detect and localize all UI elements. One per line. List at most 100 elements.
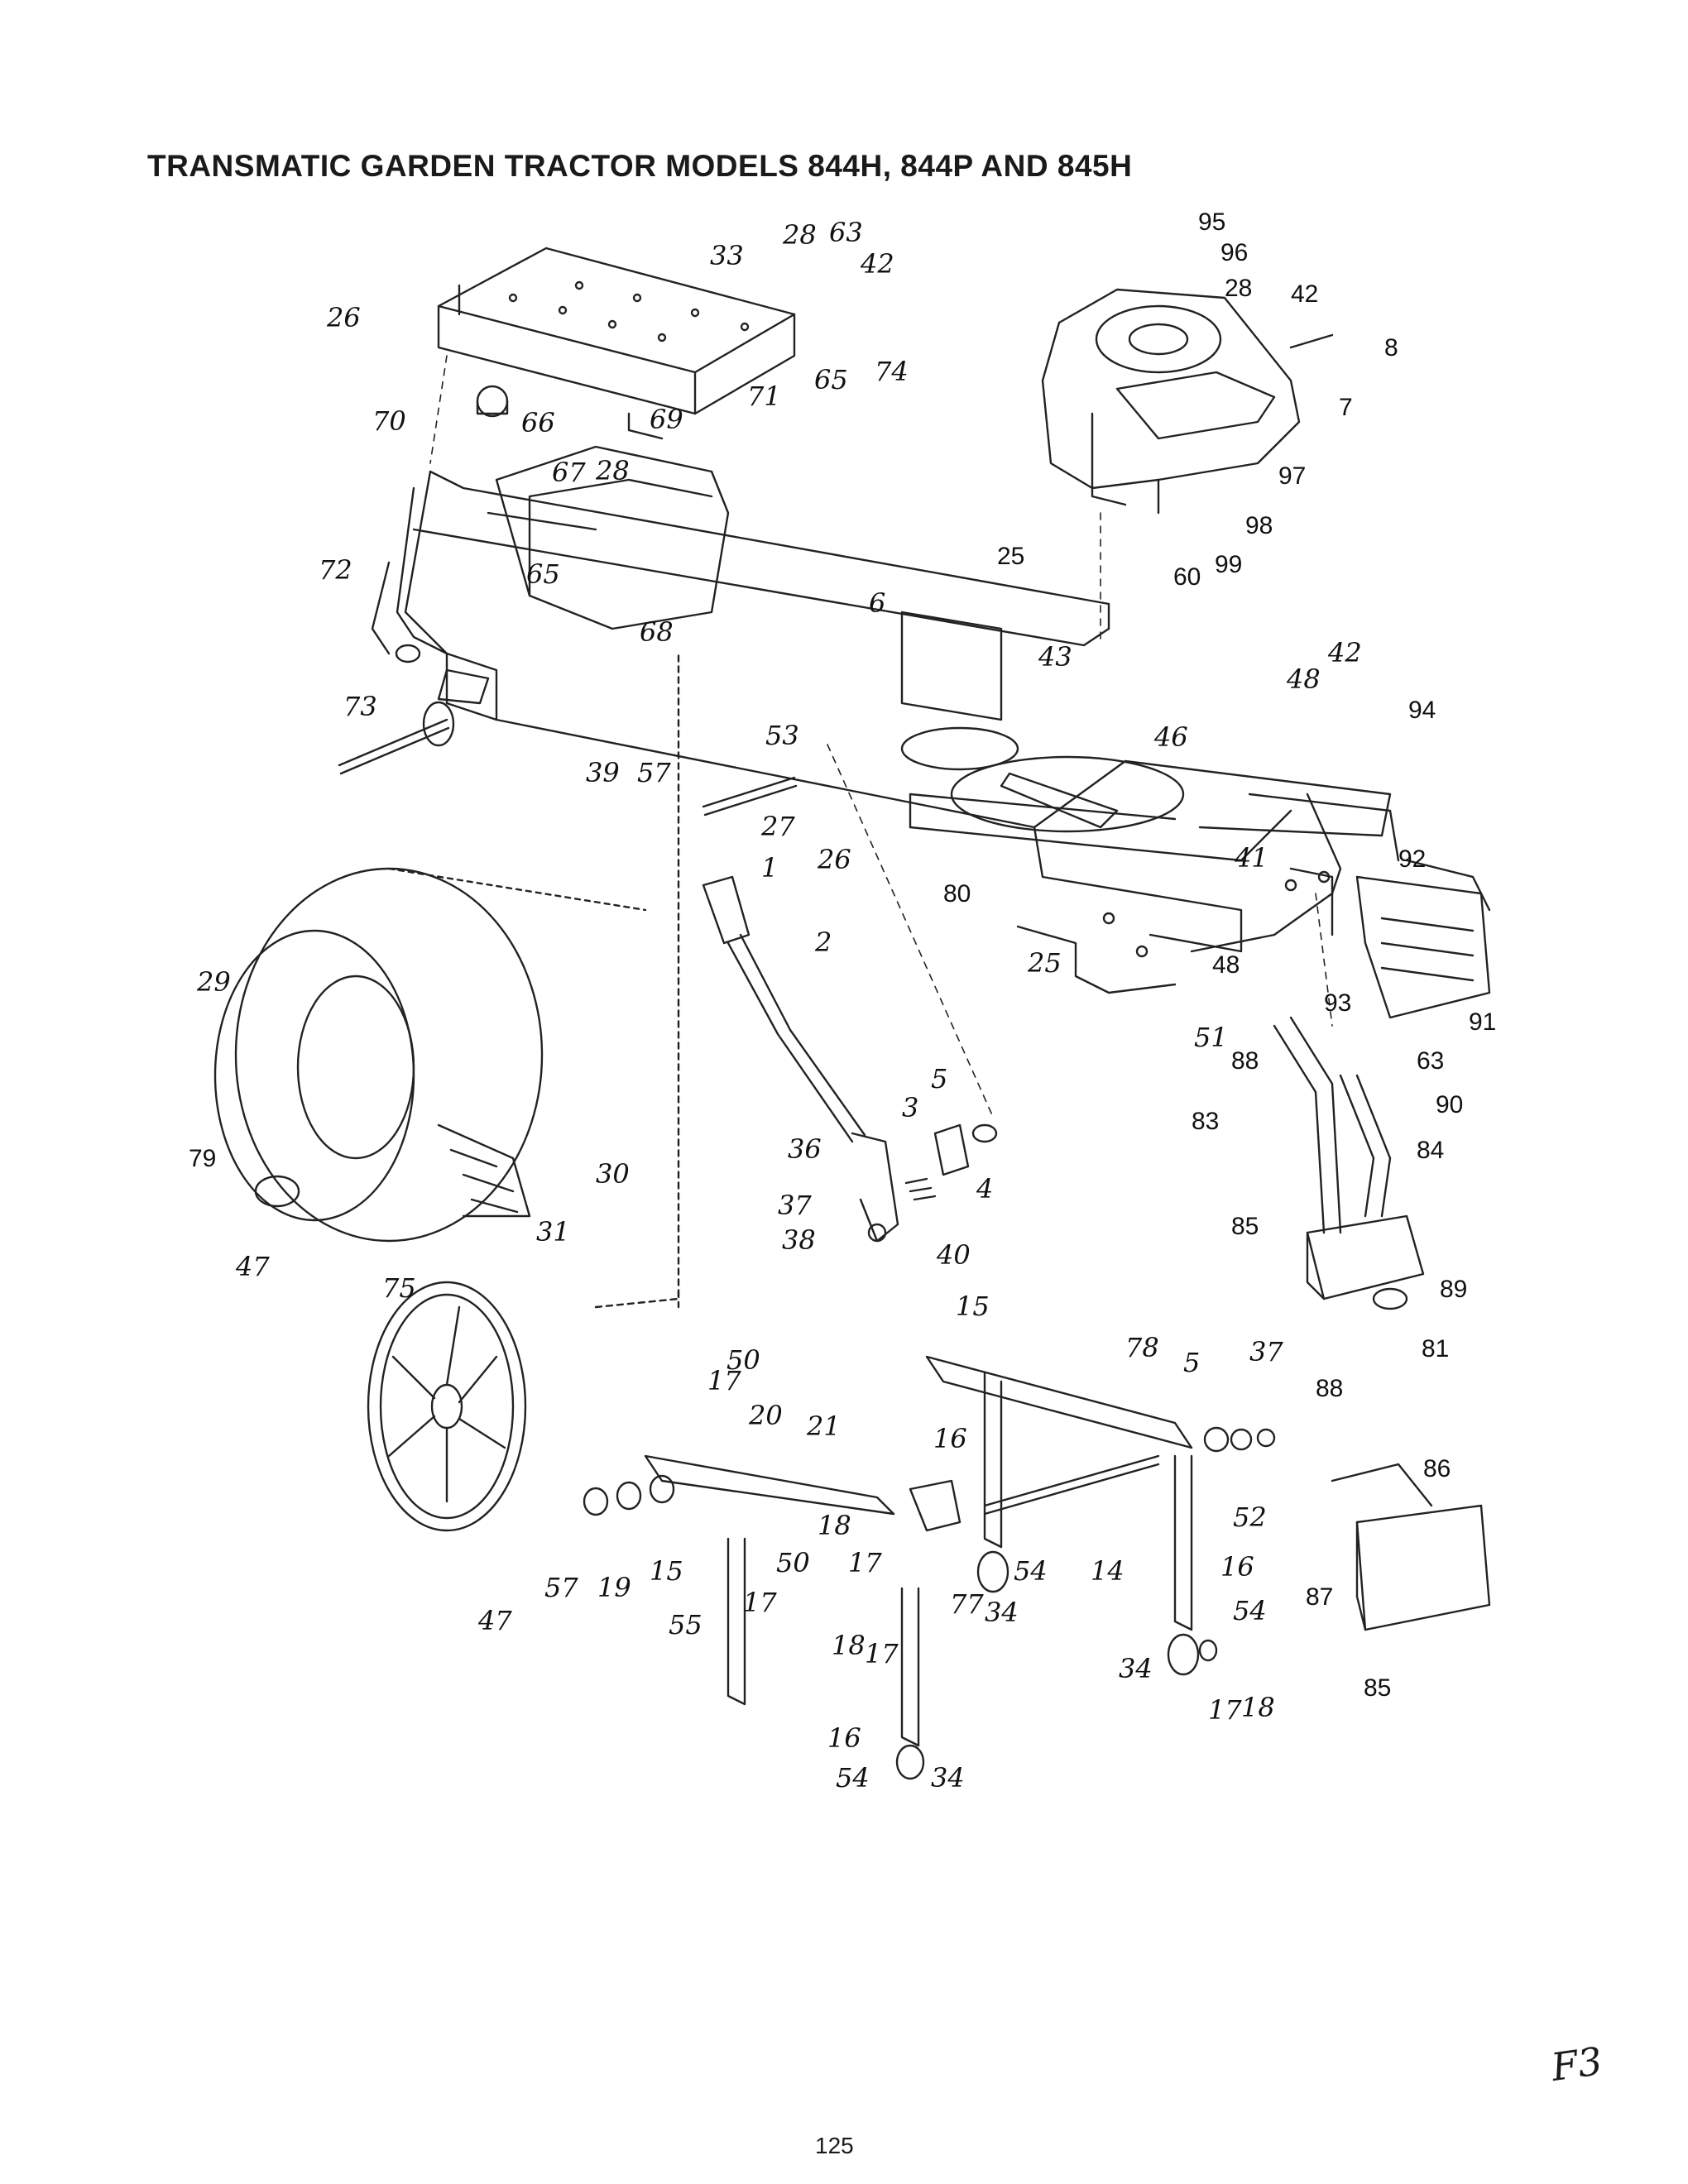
- callout-label: 86: [1423, 1455, 1451, 1482]
- callout-label: 28: [782, 219, 817, 251]
- guide-lines: [429, 355, 1333, 1118]
- callout-label: 17: [848, 1547, 882, 1578]
- page-number: 125: [815, 2133, 854, 2158]
- callout-label: 39: [586, 757, 620, 788]
- callout-label: 29: [196, 966, 231, 998]
- callout-label: 51: [1194, 1022, 1228, 1053]
- callout-label: 78: [1125, 1332, 1159, 1363]
- callout-label: 85: [1364, 1674, 1391, 1702]
- callout-label: 89: [1440, 1276, 1467, 1303]
- chassis-frame-part: [404, 470, 1491, 994]
- callout-label: 18: [832, 1630, 866, 1661]
- callout-label: 40: [936, 1239, 971, 1271]
- callout-label: 15: [650, 1555, 683, 1587]
- callout-label: 74: [875, 356, 909, 387]
- callout-label: 25: [997, 543, 1024, 570]
- callout-label: 66: [521, 407, 555, 438]
- callout-label: 28: [1225, 275, 1252, 302]
- callout-label: 4: [976, 1173, 993, 1205]
- callout-label: 48: [1212, 951, 1240, 979]
- callout-label: 81: [1422, 1335, 1449, 1363]
- callout-label: 85: [1231, 1213, 1259, 1240]
- callout-label: 15: [956, 1291, 990, 1322]
- callout-label: 73: [343, 691, 377, 722]
- callout-labels: 95 96 28 42 8 7 97 98 99 60 25 28 63 42 …: [189, 208, 1496, 1794]
- callout-label: 2: [814, 927, 832, 958]
- callout-label: 5: [1183, 1347, 1200, 1378]
- callout-label: 47: [477, 1605, 512, 1636]
- callout-label: 72: [319, 554, 352, 586]
- callout-label: 38: [782, 1224, 816, 1256]
- callout-label: 88: [1316, 1375, 1343, 1402]
- callout-label: 75: [382, 1272, 416, 1304]
- callout-label: 7: [1339, 394, 1353, 421]
- callout-label: 17: [743, 1587, 777, 1618]
- callout-label: 96: [1220, 239, 1248, 266]
- callout-label: 28: [595, 455, 630, 486]
- callout-label: 42: [860, 248, 894, 280]
- callout-label: 17: [1208, 1694, 1242, 1726]
- callout-label: 8: [1384, 334, 1398, 362]
- callout-label: 17: [865, 1638, 899, 1669]
- callout-label: 42: [1327, 637, 1362, 668]
- callout-label: 67: [552, 457, 586, 488]
- callout-label: 57: [637, 757, 671, 788]
- wheel-cover-part: [367, 1281, 527, 1532]
- brake-pedal-part: [702, 875, 998, 1243]
- callout-label: 68: [640, 616, 674, 648]
- callout-label: 63: [1417, 1047, 1444, 1075]
- callout-label: 41: [1234, 842, 1268, 874]
- callout-label: 71: [747, 381, 781, 412]
- callout-label: 20: [748, 1400, 783, 1431]
- callout-label: 54: [836, 1762, 870, 1794]
- callout-label: 92: [1398, 845, 1426, 873]
- callout-label: 14: [1091, 1555, 1125, 1587]
- callout-label: 50: [727, 1344, 760, 1376]
- callout-label: 31: [536, 1216, 570, 1248]
- callout-label: 33: [710, 240, 744, 271]
- rear-tire-part: [213, 867, 647, 1243]
- lift-linkage-part: [583, 652, 1276, 1780]
- callout-label: 57: [544, 1572, 578, 1603]
- callout-label: 5: [931, 1063, 947, 1094]
- callout-label: 87: [1306, 1583, 1333, 1611]
- callout-label: 34: [1119, 1653, 1153, 1684]
- callout-label: 84: [1417, 1137, 1444, 1164]
- callout-label: 50: [776, 1547, 810, 1578]
- engine-part: [1041, 288, 1334, 515]
- callout-label: 65: [526, 558, 560, 590]
- callout-label: 36: [788, 1133, 822, 1165]
- callout-label: 46: [1153, 721, 1188, 753]
- callout-label: 53: [765, 720, 799, 751]
- callout-label: 63: [829, 217, 863, 248]
- callout-label: 18: [1241, 1692, 1275, 1723]
- callout-label: 55: [669, 1609, 703, 1640]
- callout-label: 16: [827, 1722, 861, 1754]
- callout-label: 98: [1245, 512, 1273, 539]
- callout-label: 18: [818, 1510, 851, 1541]
- callout-label: 79: [189, 1145, 216, 1172]
- callout-label: 34: [931, 1762, 965, 1794]
- callout-label: 77: [950, 1588, 984, 1620]
- fuel-tank-part: [371, 385, 730, 655]
- callout-label: 48: [1286, 663, 1321, 695]
- muffler-part: [1273, 875, 1491, 1631]
- callout-label: 25: [1027, 947, 1062, 979]
- callout-label: 34: [985, 1597, 1019, 1628]
- callout-label: 27: [760, 811, 795, 842]
- callout-label: 16: [1220, 1551, 1254, 1583]
- callout-label: 30: [596, 1158, 630, 1190]
- callout-label: 37: [1249, 1336, 1283, 1367]
- callout-label: 88: [1231, 1047, 1259, 1075]
- callout-label: 42: [1291, 280, 1318, 308]
- callout-label: 83: [1192, 1108, 1219, 1135]
- callout-label: 65: [814, 364, 848, 395]
- handwritten-mark: F3: [1548, 2038, 1605, 2090]
- callout-label: 19: [597, 1572, 631, 1603]
- callout-label: 95: [1198, 208, 1225, 236]
- callout-label: 70: [372, 405, 406, 437]
- callout-label: 94: [1408, 697, 1436, 724]
- callout-label: 47: [235, 1251, 270, 1282]
